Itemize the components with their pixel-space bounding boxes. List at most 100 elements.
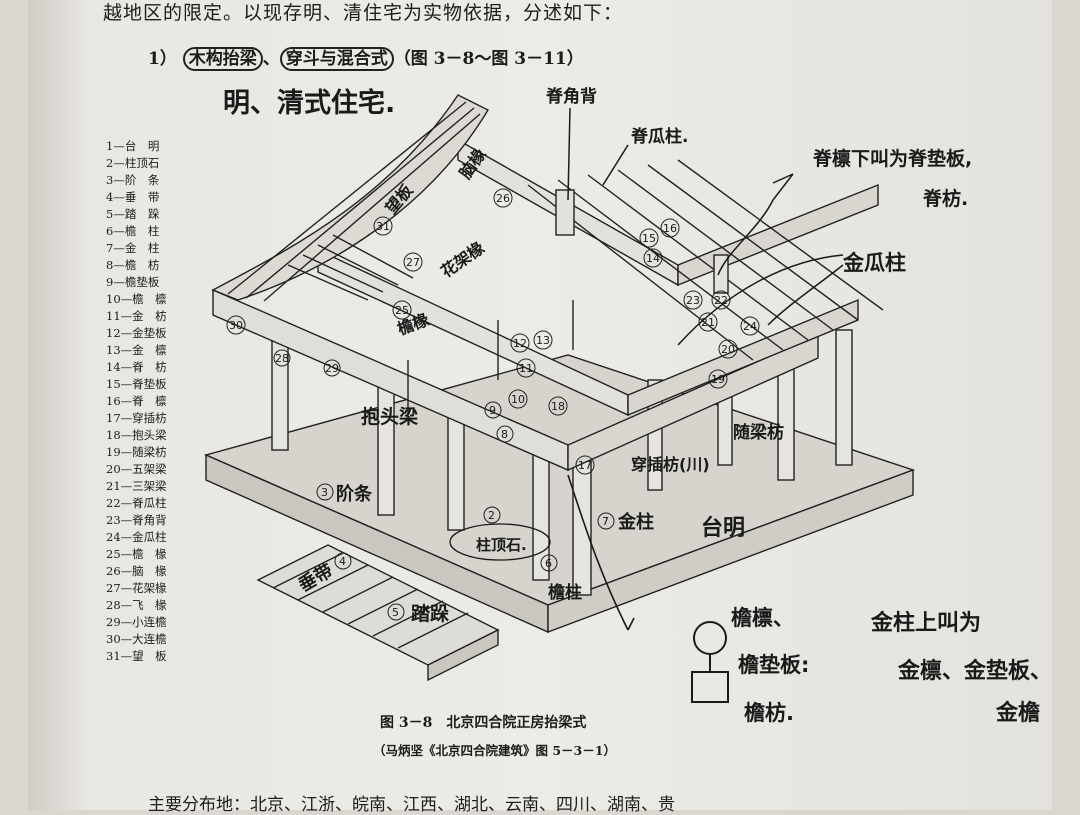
legend-item: 27—花架椽: [106, 581, 167, 595]
figure-caption: 图 3－8 北京四合院正房抬梁式: [380, 715, 587, 731]
component-number: 30: [229, 319, 243, 332]
legend-item: 13—金 檩: [106, 343, 167, 357]
section-number: 1）: [148, 49, 177, 69]
ridge-post: [555, 189, 575, 236]
legend-item: 7—金 柱: [106, 241, 160, 255]
legend-item: 23—脊角背: [106, 513, 167, 527]
hw-tai-ming: 台明: [701, 515, 745, 541]
hw-jin-note-2: 金檩、金垫板、: [897, 658, 1052, 684]
component-number: 5: [392, 606, 399, 619]
legend-item: 3—阶 条: [106, 173, 160, 187]
component-number: 19: [711, 373, 725, 386]
legend-item: 31—望 板: [106, 649, 167, 663]
hw-jin-note-1: 金柱上叫为: [870, 610, 981, 636]
component-number: 18: [551, 400, 565, 413]
component-number: 20: [721, 343, 735, 356]
legend-item: 22—脊瓜柱: [106, 496, 167, 510]
component-number: 27: [406, 256, 420, 269]
hw-sui-liang-fang: 随梁枋: [733, 422, 784, 443]
hw-ji-lin-note-2: 脊枋.: [922, 187, 968, 210]
component-number: 12: [513, 337, 527, 350]
gold-beam-side: [627, 298, 859, 417]
structure-drawing: [203, 94, 916, 682]
hw-yan-lin: 檐檩、: [731, 606, 794, 630]
component-number: 24: [743, 320, 757, 333]
legend-item: 14—脊 枋: [106, 360, 167, 374]
component-number: 8: [501, 428, 508, 441]
hw-jie-tiao: 阶条: [336, 483, 373, 505]
legend-item: 12—金垫板: [106, 326, 167, 340]
hw-yan-dian-ban: 檐垫板:: [738, 653, 809, 677]
component-number: 21: [701, 316, 715, 329]
component-number: 23: [686, 294, 700, 307]
legend-item: 11—金 枋: [106, 309, 167, 323]
hw-bao-tou-liang: 抱头梁: [361, 405, 419, 428]
component-number: 2: [488, 509, 495, 522]
column: [572, 454, 592, 596]
legend-item: 19—随梁枋: [106, 445, 167, 459]
ridge-post: [713, 254, 729, 294]
legend-item: 30—大连檐: [106, 632, 167, 646]
legend-item: 25—檐 椽: [106, 547, 167, 561]
legend-item: 24—金瓜柱: [106, 530, 167, 544]
component-number: 17: [578, 459, 592, 472]
figure-reference: （图 3－8～图 3－11）: [393, 49, 584, 69]
legend-item: 26—脑 椽: [106, 564, 167, 578]
stair-side: [427, 628, 499, 682]
component-number: 15: [642, 232, 656, 245]
hw-jin-note-3: 金檐: [995, 700, 1040, 726]
column: [835, 329, 853, 466]
component-number: 6: [545, 557, 552, 570]
component-number: 22: [714, 294, 728, 307]
legend-item: 5—踏 跺: [106, 207, 160, 221]
hw-jin-gua-zhu: 金瓜柱: [842, 251, 906, 275]
column: [377, 384, 395, 516]
component-number: 7: [602, 515, 609, 528]
component-numbers: 30 28 29 31 26 27 25 2 3 4 5 6 7: [226, 188, 760, 621]
legend-item: 1—台 明: [106, 139, 160, 153]
intro-text: 越地区的限定。以现存明、清住宅为实物依据，分述如下：: [103, 2, 624, 24]
legend-item: 10—檐 檩: [106, 292, 167, 306]
hw-zhu-ding-shi: 柱顶石.: [476, 536, 527, 554]
hw-ji-lin-note-1: 脊檩下叫为脊垫板,: [812, 147, 972, 170]
legend-item: 18—抱头梁: [106, 428, 167, 442]
hw-jin-zhu: 金柱: [617, 511, 654, 533]
legend-item: 21—三架梁: [106, 479, 167, 493]
hw-chuan-cha-fang: 穿插枋(川): [631, 455, 710, 474]
hw-ta-duo: 踏跺: [411, 603, 449, 625]
figure-source: （马炳坚《北京四合院建筑》图 5－3－1）: [373, 743, 616, 758]
component-number: 25: [395, 304, 409, 317]
component-number: 4: [339, 555, 346, 568]
component-number: 26: [496, 192, 510, 205]
legend-item: 16—脊 檩: [106, 394, 167, 408]
legend-item: 2—柱顶石: [106, 156, 160, 170]
hw-ji-jiao-bei: 脊角背: [545, 86, 597, 107]
legend-item: 29—小连檐: [106, 615, 167, 629]
hw-yan-fang: 檐枋.: [744, 701, 794, 725]
section-separator: 、: [262, 49, 280, 69]
component-number: 14: [646, 252, 660, 265]
book-page: 越地区的限定。以现存明、清住宅为实物依据，分述如下： 1） 木构抬梁、穿斗与混合…: [28, 0, 1052, 815]
bottom-text: 主要分布地：北京、江浙、皖南、江西、湖北、云南、四川、湖南、贵: [148, 795, 675, 815]
roof-board: [211, 94, 489, 301]
house-structure-diagram: 30 28 29 31 26 27 25 2 3 4 5 6 7: [203, 86, 1052, 726]
hw-title-note: 明、清式住宅.: [223, 87, 395, 119]
circled-term-chuandou: 穿斗与混合式: [279, 47, 394, 71]
platform-side: [547, 468, 914, 634]
legend-item: 4—垂 带: [106, 190, 160, 204]
component-number: 28: [275, 352, 289, 365]
hw-ji-gua-zhu: 脊瓜柱.: [630, 126, 688, 147]
hw-hua-jia-chuan: 花架椽: [437, 238, 488, 282]
section-heading: 1） 木构抬梁、穿斗与混合式（图 3－8～图 3－11）: [148, 44, 584, 71]
legend-item: 28—飞 椽: [106, 598, 167, 612]
legend-item: 8—檐 枋: [106, 258, 160, 272]
legend-item: 9—檐垫板: [106, 275, 160, 289]
component-number: 29: [325, 362, 339, 375]
legend-item: 6—檐 柱: [106, 224, 160, 238]
component-number: 10: [511, 393, 525, 406]
component-number: 9: [489, 404, 496, 417]
component-number: 13: [536, 334, 550, 347]
hw-yan-zhu: 檐柱: [548, 582, 582, 603]
component-legend: 1—台 明 2—柱顶石 3—阶 条 4—垂 带 5—踏 跺 6—檐 柱 7—金 …: [106, 138, 167, 665]
circled-term-tailiang: 木构抬梁: [182, 47, 263, 71]
